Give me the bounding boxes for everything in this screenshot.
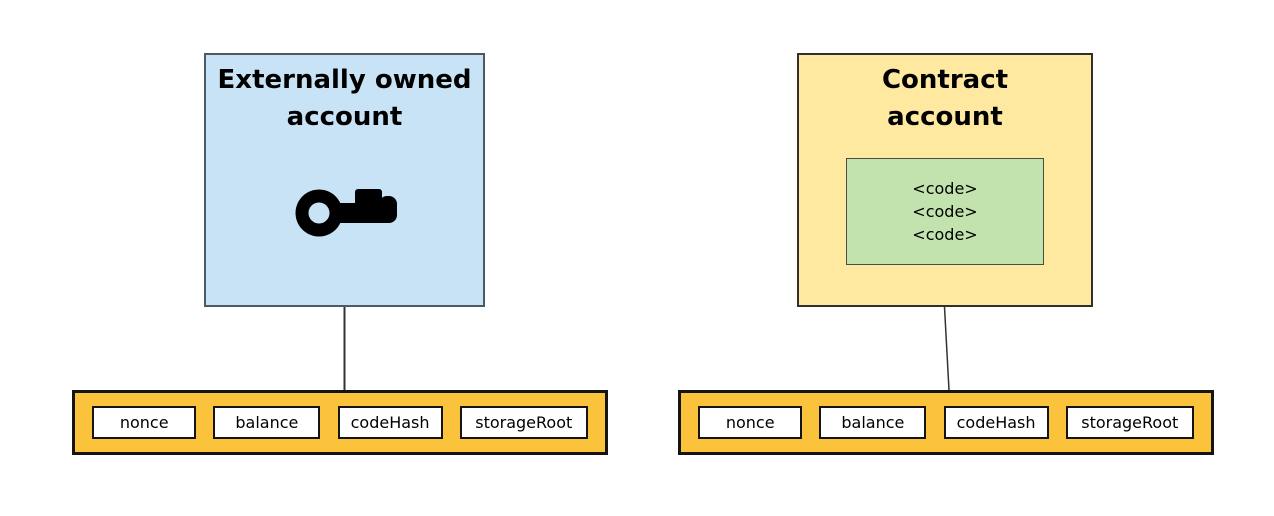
code-line-1: <code>: [912, 179, 978, 198]
eoa-fields-bar: nonce balance codeHash storageRoot: [72, 390, 608, 455]
eoa-field-nonce: nonce: [92, 406, 197, 439]
contract-title: Contract account: [799, 62, 1091, 136]
eoa-title-line-1: Externally owned: [217, 65, 472, 95]
contract-field-balance: balance: [819, 406, 927, 439]
contract-field-codehash: codeHash: [943, 406, 1049, 439]
eoa-title-line-2: account: [286, 102, 403, 132]
contract-field-nonce: nonce: [698, 406, 803, 439]
eoa-field-codehash: codeHash: [337, 406, 443, 439]
key-icon: [293, 184, 397, 240]
code-line-2: <code>: [912, 202, 978, 221]
contract-title-line-2: account: [887, 102, 1003, 132]
contract-field-storageroot: storageRoot: [1065, 406, 1194, 439]
code-line-3: <code>: [912, 225, 978, 244]
eoa-field-storageroot: storageRoot: [459, 406, 588, 439]
eoa-account-box: Externally owned account: [204, 53, 485, 307]
eoa-field-balance: balance: [213, 406, 321, 439]
contract-title-line-1: Contract: [881, 65, 1009, 95]
contract-account-box: Contract account <code> <code> <code>: [797, 53, 1093, 307]
eoa-title: Externally owned account: [206, 62, 483, 136]
contract-connector-line: [943, 306, 950, 391]
code-box: <code> <code> <code>: [846, 158, 1044, 265]
contract-fields-bar: nonce balance codeHash storageRoot: [678, 390, 1214, 455]
